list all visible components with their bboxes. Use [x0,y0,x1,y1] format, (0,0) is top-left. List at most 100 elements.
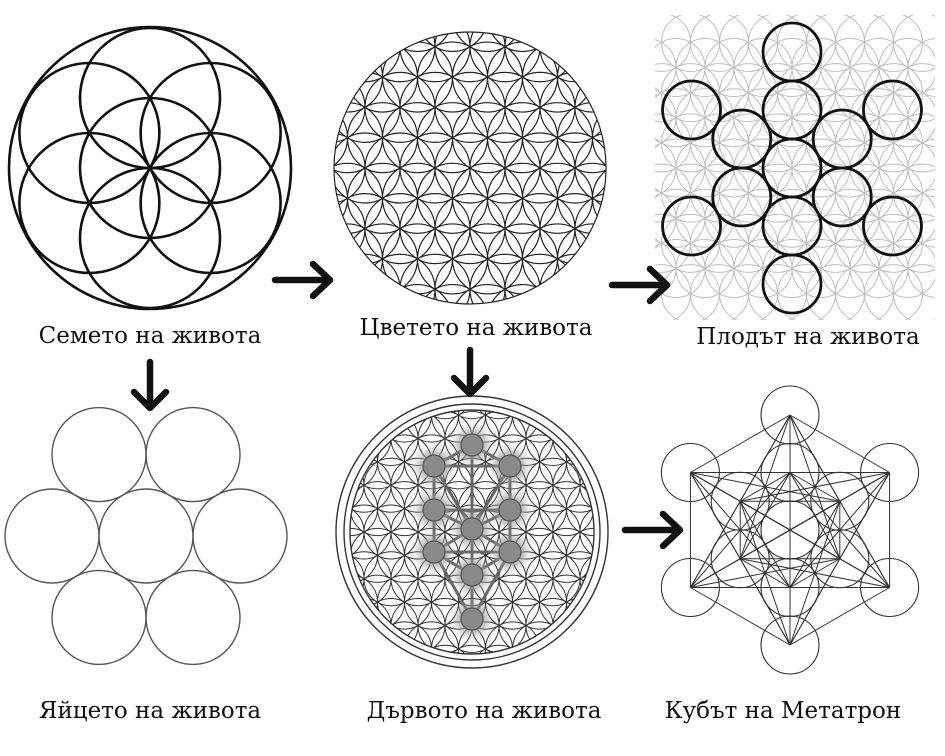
egg-circle [192,488,288,584]
metatrons-cube-figure [660,385,920,675]
egg-circle [98,488,194,584]
sephira-node [460,563,484,587]
arrow-right-icon [271,260,334,300]
sephira-node [460,433,484,457]
cube-lines [689,414,891,646]
cube-circle [810,529,870,589]
cube-circle [860,442,920,503]
fruit-circle [862,195,923,257]
outer-circle [333,31,607,305]
tree-lattice-circle [417,410,473,420]
flower-circle [539,132,606,204]
flower-circle [334,253,401,304]
cube-circle [760,385,820,445]
seed-circle [18,61,161,205]
tree-lattice-circle [404,410,459,443]
flower-circle [574,71,606,143]
tree-lattice-circle [485,621,540,654]
fruit-of-life-figure [655,15,935,320]
flower-lattice [334,32,606,304]
tree-of-life-label: Дървото на живота [366,698,602,724]
sephira-node [498,498,522,522]
tree-lattice-circle [350,457,365,513]
faint-circle [893,15,935,72]
cube-circle [860,557,920,618]
flower-circle [486,32,559,53]
fruit-background-lattice [655,15,935,320]
cube-line [690,414,791,473]
faint-circle [907,88,935,148]
tree-lattice-circle [350,410,392,466]
faint-circle [878,238,935,298]
faint-circle [893,213,935,273]
sephira-node [422,540,446,564]
sephira-node [498,540,522,564]
cube-line [690,587,791,646]
cube-line [789,587,890,646]
tree-lattice-circle [552,598,594,654]
faint-circle [907,38,935,97]
fruit-of-life-label: Плодът на живота [696,324,920,350]
egg-circle [145,569,241,666]
faint-circle [878,38,935,98]
flower-circle [539,32,606,83]
cube-circle [710,471,770,531]
flower-circle [334,193,366,265]
tree-lattice-circle [512,621,567,654]
flower-circle [416,283,489,304]
flower-of-life-label: Цветето на живота [359,315,593,341]
flower-circle [381,32,454,53]
flower-circle [334,132,366,204]
tree-of-life-figure [335,395,609,669]
flower-circle [591,102,606,174]
egg-circle [51,406,147,503]
flower-circle [574,193,606,265]
faint-circle [878,188,935,248]
flower-circle [591,162,606,234]
tree-lattice-circle [404,621,459,654]
cube-circle [660,557,720,618]
sephira-node [422,454,446,478]
tree-lattice-circle [444,410,500,420]
faint-circle [655,39,677,96]
faint-circle [655,139,677,197]
arrow-down-icon [130,358,170,412]
outer-circle [349,409,595,655]
flower-circle [334,41,384,113]
flower-circle [451,32,524,53]
sephira-node [422,498,446,522]
cube-line [689,472,791,646]
tree-lattice-circle [579,504,594,560]
tree-lattice-circle [377,410,432,443]
flower-circle [364,253,436,304]
egg-of-life-label: Яйцето на живота [38,698,262,724]
egg-of-life-figure [4,406,288,666]
fruit-circle [761,253,823,315]
sephira-node [460,607,484,631]
egg-circle [145,406,241,503]
cube-circle [660,442,720,503]
tree-lattice-circle [579,457,594,513]
sephira-node [498,454,522,478]
faint-circle [878,138,935,198]
fruit-circle [761,21,823,83]
faint-circle [907,239,935,298]
tree-lattice-circle [512,410,567,443]
arrow-down-icon [450,346,490,398]
flower-circle [381,283,454,304]
outer-circle [343,403,601,661]
arrows [130,260,684,550]
tree-lattice-circle [444,644,500,654]
tree-lattice-circle [417,644,473,654]
fruit-circle [862,79,923,141]
cube-line [789,414,890,473]
arrow-right-icon [621,510,684,550]
flower-circle [486,283,559,304]
flower-circle [364,32,436,83]
faint-circle [907,138,935,198]
faint-circle [893,264,935,320]
cube-line [690,472,890,588]
seed-of-life-label: Семето на живота [38,323,262,349]
fruit-bold-circles [661,21,923,315]
